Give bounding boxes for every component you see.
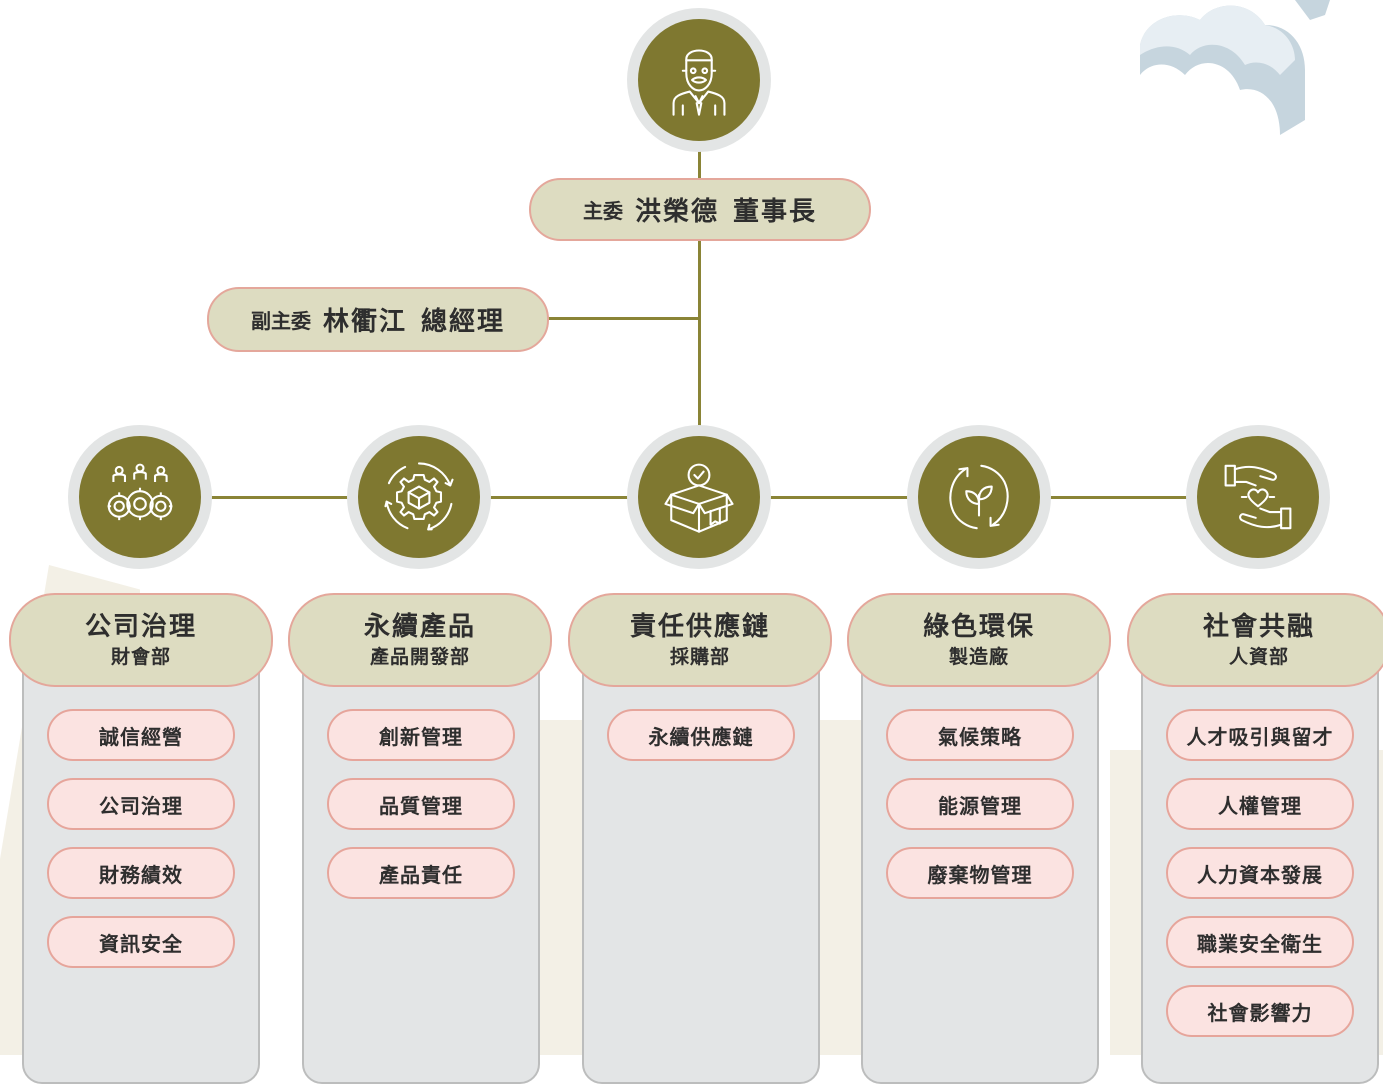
dept-name: 公司治理 [84,612,197,642]
cloud-icon [1140,0,1330,135]
dept-header-social-inclusion: 社會共融 人資部 [1127,593,1383,687]
connector-main-vertical [698,238,701,428]
dept-unit: 製造廠 [948,646,1009,668]
hands-heart-icon [1197,436,1319,558]
topic-item: 廢棄物管理 [886,847,1074,899]
social-icon-circle [1186,425,1330,569]
dept-unit: 採購部 [669,646,730,668]
topic-item: 社會影響力 [1166,985,1354,1037]
topic-item: 人力資本發展 [1166,847,1354,899]
chair-icon-circle [627,8,771,152]
dept-unit: 產品開發部 [369,646,470,668]
chair-title: 董事長 [733,197,818,227]
dept-header-supply-chain: 責任供應鏈 採購部 [568,593,832,687]
topic-item: 職業安全衛生 [1166,916,1354,968]
topic-item: 財務績效 [47,847,235,899]
dept-header-green-environment: 綠色環保 製造廠 [847,593,1111,687]
environment-icon-circle [907,425,1051,569]
box-check-icon [638,436,760,558]
connector-vice [545,317,700,320]
topic-item: 能源管理 [886,778,1074,830]
topic-item: 氣候策略 [886,709,1074,761]
column-supply-chain [582,640,820,1084]
topic-item: 資訊安全 [47,916,235,968]
gears-people-icon [79,436,201,558]
topic-item: 公司治理 [47,778,235,830]
supply-chain-icon-circle [627,425,771,569]
topic-item: 人權管理 [1166,778,1354,830]
dept-name: 社會共融 [1202,612,1315,642]
governance-icon-circle [68,425,212,569]
topic-item: 人才吸引與留才 [1166,709,1354,761]
dept-name: 永續產品 [363,612,476,642]
topic-item: 產品責任 [327,847,515,899]
chair-role: 主委 [582,199,623,223]
topic-item: 品質管理 [327,778,515,830]
vice-pill: 副主委 林衢江 總經理 [207,287,549,352]
dept-name: 綠色環保 [922,612,1035,642]
vice-role: 副主委 [250,309,311,333]
products-icon-circle [347,425,491,569]
dept-header-governance: 公司治理 財會部 [9,593,273,687]
dept-header-sustainable-products: 永續產品 產品開發部 [288,593,552,687]
chair-name: 洪榮德 [634,197,719,227]
dept-name: 責任供應鏈 [629,612,770,642]
topic-item: 誠信經營 [47,709,235,761]
cube-cycle-gear-icon [358,436,480,558]
chair-pill: 主委 洪榮德 董事長 [529,178,871,241]
dept-unit: 人資部 [1228,646,1289,668]
vice-name: 林衢江 [322,307,407,337]
dept-unit: 財會部 [110,646,171,668]
connector-chair-to-circle [698,145,701,181]
vice-title: 總經理 [421,307,506,337]
leaf-recycle-icon [918,436,1040,558]
businessman-icon [638,19,760,141]
topic-item: 創新管理 [327,709,515,761]
topic-item: 永續供應鏈 [607,709,795,761]
